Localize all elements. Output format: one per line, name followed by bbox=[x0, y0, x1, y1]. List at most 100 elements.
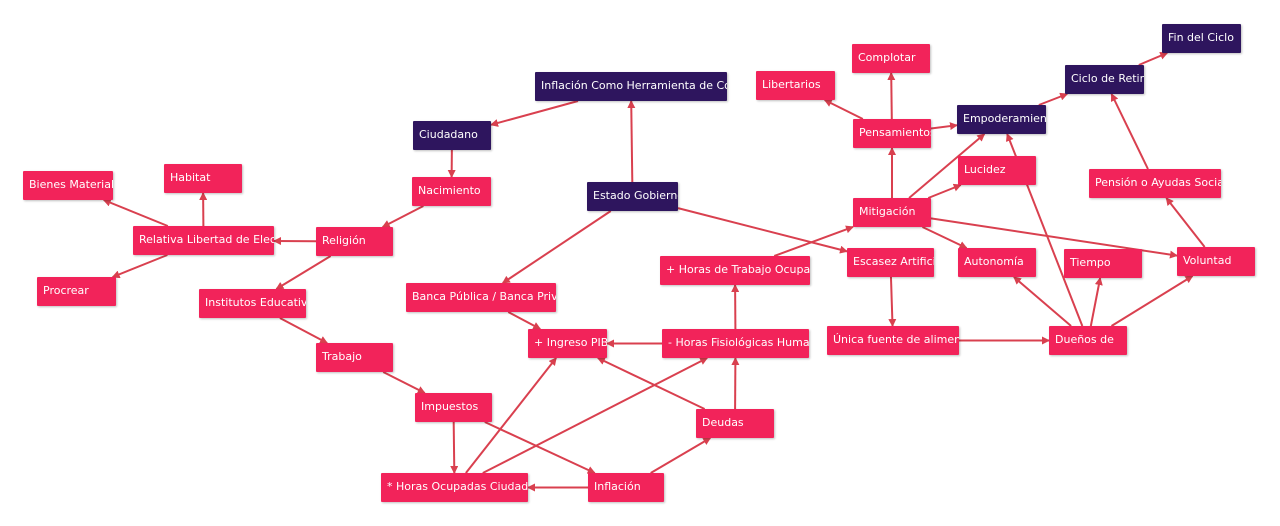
node-label: Bienes Materiales bbox=[29, 178, 113, 191]
node-lucidez: Lucidez bbox=[958, 156, 1036, 185]
node-inflacion-control: Inflación Como Herramienta de Control bbox=[535, 72, 727, 101]
node-label: Habitat bbox=[170, 171, 211, 184]
node-label: Fin del Ciclo bbox=[1168, 31, 1234, 44]
node-label: Ciclo de Retiro bbox=[1071, 72, 1144, 85]
edge-duenos-to-voluntad bbox=[1110, 275, 1194, 327]
node-label: Libertarios bbox=[762, 78, 821, 91]
node-label: Inflación Como Herramienta de Control bbox=[541, 79, 727, 92]
node-label: Pensión o Ayudas Sociales bbox=[1095, 176, 1221, 189]
node-label: Voluntad bbox=[1183, 254, 1232, 267]
node-label: Lucidez bbox=[964, 163, 1006, 176]
node-tiempo: Tiempo bbox=[1064, 249, 1142, 278]
node-complotar: Complotar bbox=[852, 44, 930, 73]
node-deudas: Deudas bbox=[696, 409, 774, 438]
node-procrear: Procrear bbox=[37, 277, 116, 306]
node-institutos: Institutos Educativos bbox=[199, 289, 306, 318]
edge-institutos-to-trabajo bbox=[279, 317, 328, 344]
node-label: Institutos Educativos bbox=[205, 296, 306, 309]
node-label: Impuestos bbox=[421, 400, 479, 413]
edge-ciclo-retiro-to-fin-ciclo bbox=[1138, 52, 1169, 66]
node-banca: Banca Pública / Banca Privada bbox=[406, 283, 556, 312]
node-label: * Horas Ocupadas Ciudadano bbox=[387, 480, 528, 493]
edge-nacimiento-to-religion bbox=[381, 205, 424, 228]
node-label: - Horas Fisiológicas Humanas bbox=[668, 336, 809, 349]
node-religion: Religión bbox=[316, 227, 393, 256]
node-label: Procrear bbox=[43, 284, 89, 297]
node-label: Dueños de bbox=[1055, 333, 1114, 346]
edge-banca-to-ingreso-pib bbox=[507, 311, 542, 330]
node-voluntad: Voluntad bbox=[1177, 247, 1255, 276]
node-pensamientos: Pensamientos bbox=[853, 119, 931, 148]
node-pension: Pensión o Ayudas Sociales bbox=[1089, 169, 1221, 198]
node-label: Trabajo bbox=[322, 350, 362, 363]
node-label: Autonomía bbox=[964, 255, 1024, 268]
node-ciudadano: Ciudadano bbox=[413, 121, 491, 150]
node-nacimiento: Nacimiento bbox=[412, 177, 491, 206]
node-label: Religión bbox=[322, 234, 366, 247]
node-escasez: Escasez Artificial bbox=[847, 248, 934, 277]
edge-impuestos-to-horas-ocupadas bbox=[450, 421, 459, 474]
edge-mitigacion-to-lucidez bbox=[927, 183, 962, 199]
node-horas-fisiologicas: - Horas Fisiológicas Humanas bbox=[662, 329, 809, 358]
node-label: Tiempo bbox=[1070, 256, 1111, 269]
node-ingreso-pib: + Ingreso PIB bbox=[528, 329, 607, 358]
edge-estado-to-banca bbox=[501, 210, 612, 284]
node-label: Escasez Artificial bbox=[853, 255, 934, 268]
node-libertarios: Libertarios bbox=[756, 71, 835, 100]
edge-pension-to-ciclo-retiro bbox=[1110, 93, 1149, 170]
node-label: Inflación bbox=[594, 480, 641, 493]
node-label: Única fuente de alimentos bbox=[833, 333, 959, 346]
edge-deudas-to-ingreso-pib bbox=[596, 357, 706, 410]
node-autonomia: Autonomía bbox=[958, 248, 1036, 277]
node-relativa: Relativa Libertad de Elección bbox=[133, 226, 274, 255]
node-duenos: Dueños de bbox=[1049, 326, 1127, 355]
edge-voluntad-to-pension bbox=[1165, 197, 1206, 248]
node-label: Banca Pública / Banca Privada bbox=[412, 290, 556, 303]
edge-religion-to-institutos bbox=[275, 255, 332, 290]
edge-inflacion-to-deudas bbox=[650, 437, 712, 474]
node-label: + Ingreso PIB bbox=[534, 336, 607, 349]
edge-horas-ocupadas-to-horas-fisiologicas bbox=[482, 357, 709, 474]
edge-pensamientos-to-libertarios bbox=[823, 99, 864, 120]
edge-horas-trabajo-to-mitigacion bbox=[773, 225, 854, 257]
edge-mitigacion-to-autonomia bbox=[922, 226, 968, 249]
node-unica-fuente: Única fuente de alimentos bbox=[827, 326, 959, 355]
edge-escasez-to-unica-fuente bbox=[888, 276, 897, 327]
node-estado: Estado Gobierno. bbox=[587, 182, 678, 211]
node-empoderamiento: Empoderamiento bbox=[957, 105, 1046, 134]
edge-estado-to-escasez bbox=[677, 207, 848, 254]
edge-pensamientos-to-empoderamiento bbox=[930, 122, 958, 131]
edge-relativa-to-bienes bbox=[102, 198, 169, 227]
node-label: Empoderamiento bbox=[963, 112, 1046, 125]
edge-pensamientos-to-complotar bbox=[887, 72, 896, 120]
edge-empoderamiento-to-ciclo-retiro bbox=[1038, 92, 1069, 106]
node-habitat: Habitat bbox=[164, 164, 242, 193]
edge-inflacion-control-to-ciudadano bbox=[490, 100, 579, 127]
edge-impuestos-to-inflacion bbox=[484, 421, 596, 474]
node-fin-ciclo: Fin del Ciclo bbox=[1162, 24, 1241, 53]
edge-trabajo-to-impuestos bbox=[382, 371, 426, 394]
edge-relativa-to-procrear bbox=[111, 254, 168, 279]
node-bienes: Bienes Materiales bbox=[23, 171, 113, 200]
node-impuestos: Impuestos bbox=[415, 393, 492, 422]
edge-duenos-to-autonomia bbox=[1013, 276, 1072, 327]
node-label: Complotar bbox=[858, 51, 916, 64]
node-inflacion: Inflación bbox=[588, 473, 664, 502]
node-ciclo-retiro: Ciclo de Retiro bbox=[1065, 65, 1144, 94]
node-mitigacion: Mitigación bbox=[853, 198, 931, 227]
edge-mitigacion-to-empoderamiento bbox=[908, 133, 986, 199]
node-horas-ocupadas: * Horas Ocupadas Ciudadano bbox=[381, 473, 528, 502]
node-horas-trabajo: + Horas de Trabajo Ocupados bbox=[660, 256, 810, 285]
node-label: Estado Gobierno. bbox=[593, 189, 678, 202]
node-label: Relativa Libertad de Elección bbox=[139, 233, 274, 246]
node-label: Mitigación bbox=[859, 205, 916, 218]
node-label: Ciudadano bbox=[419, 128, 478, 141]
node-label: Deudas bbox=[702, 416, 744, 429]
node-label: + Horas de Trabajo Ocupados bbox=[666, 263, 810, 276]
node-trabajo: Trabajo bbox=[316, 343, 393, 372]
edge-duenos-to-tiempo bbox=[1089, 277, 1103, 327]
node-label: Nacimiento bbox=[418, 184, 481, 197]
node-label: Pensamientos bbox=[859, 126, 931, 139]
edge-estado-to-inflacion-control bbox=[627, 100, 636, 183]
